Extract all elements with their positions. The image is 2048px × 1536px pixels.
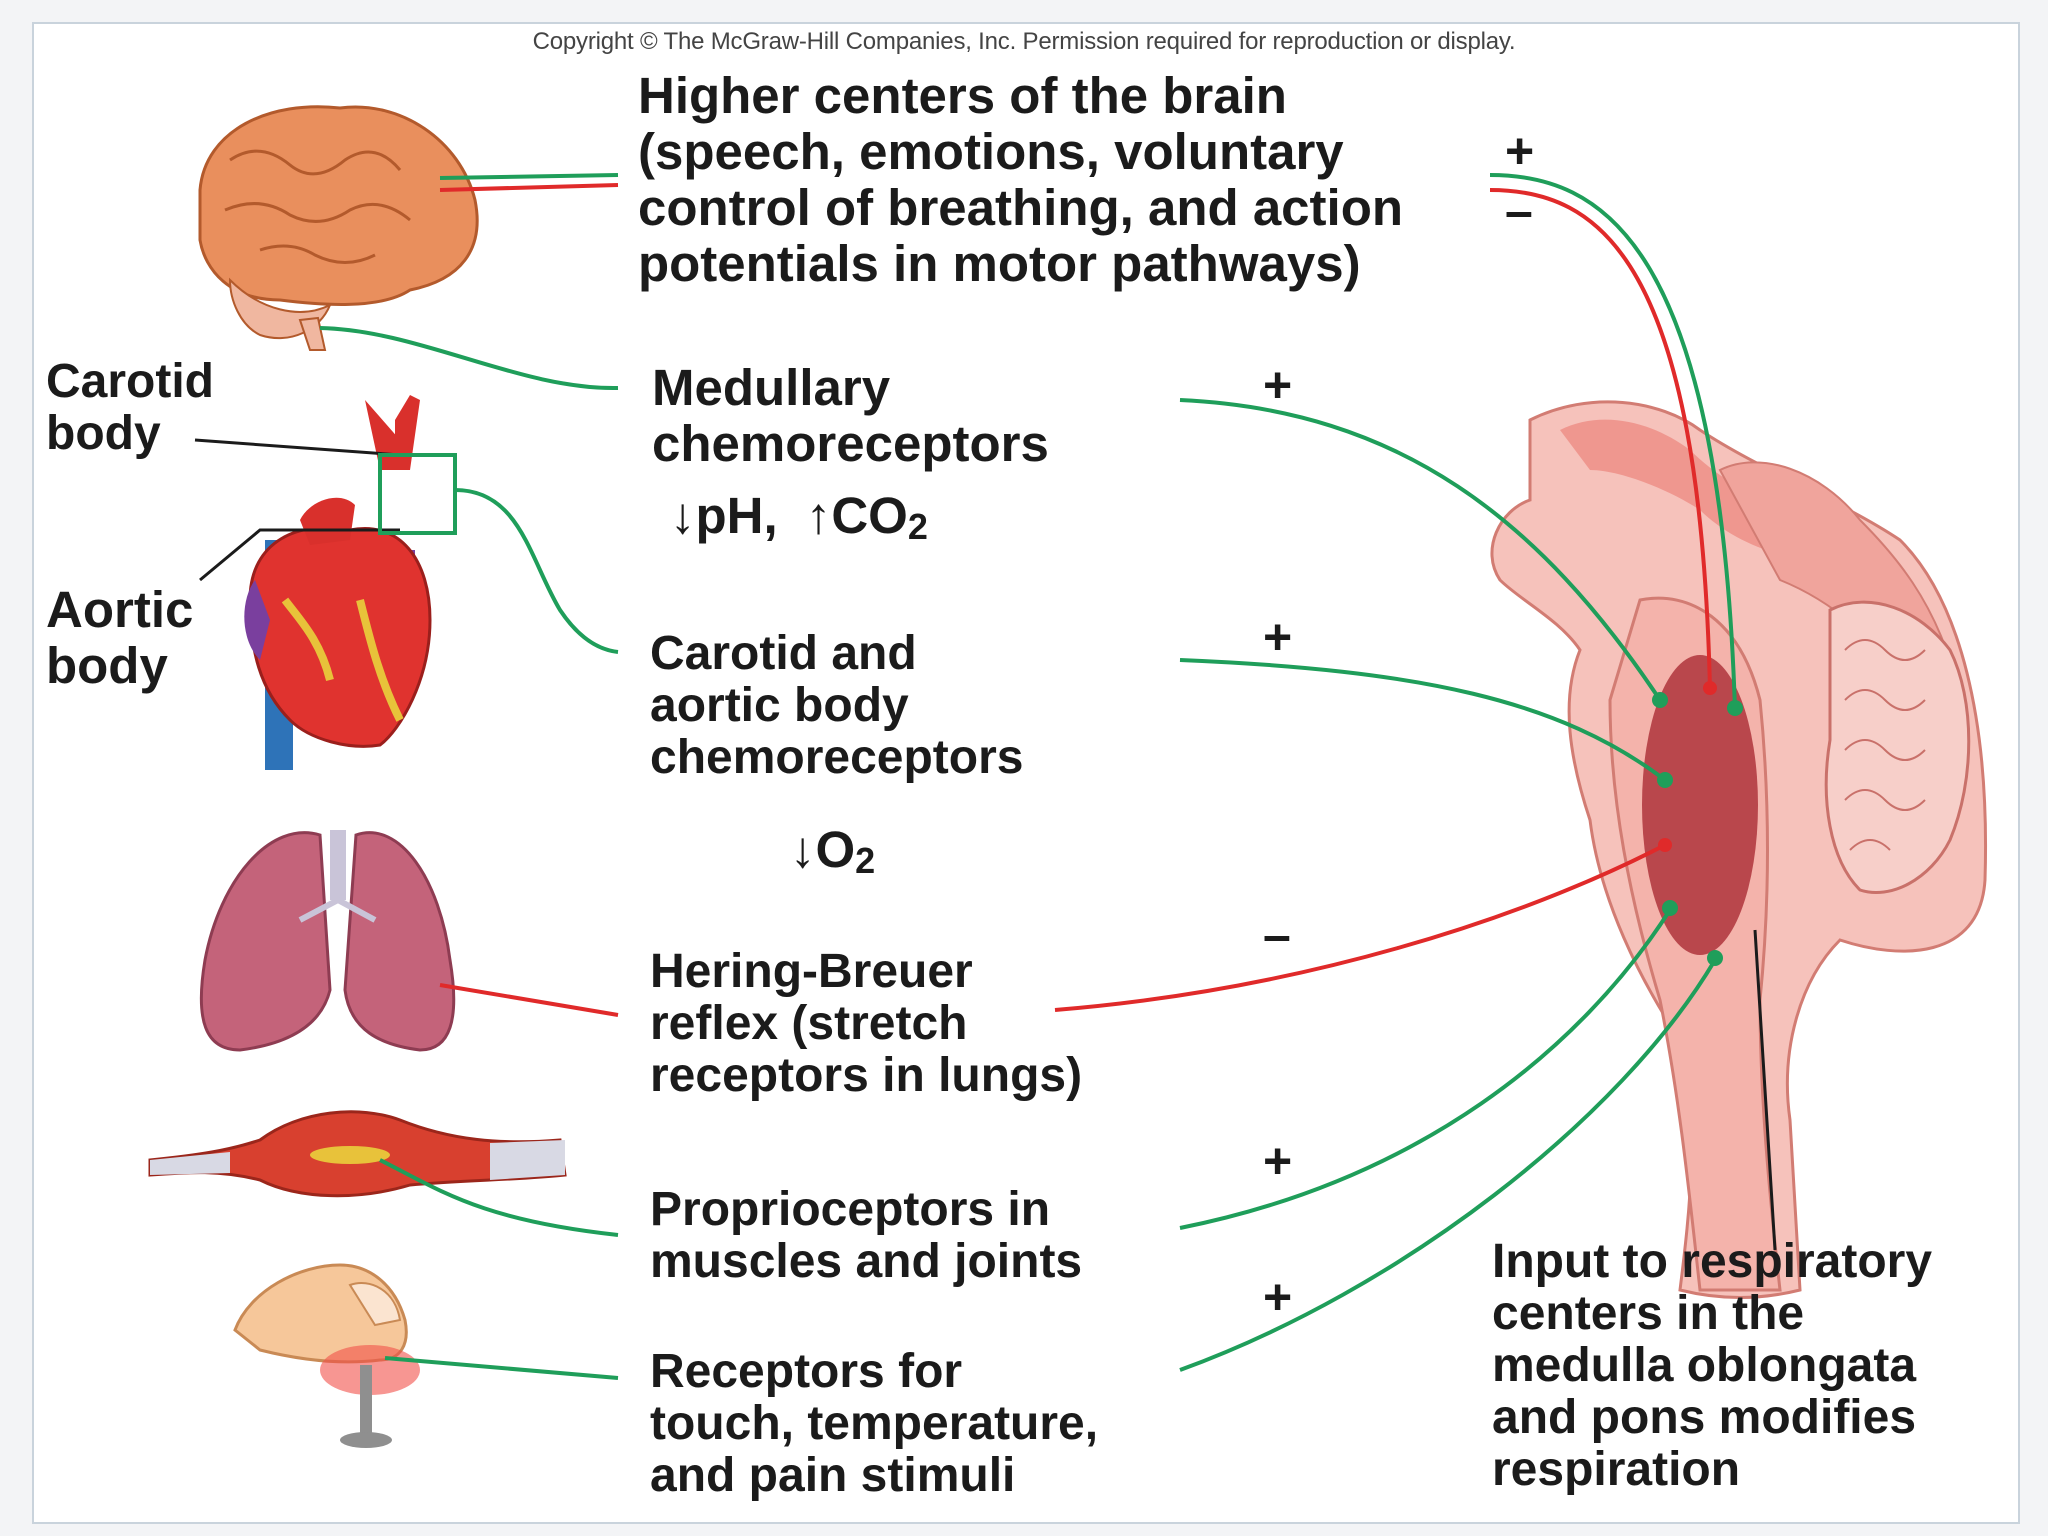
heart-icon bbox=[244, 395, 432, 770]
sign-higher-plus: + bbox=[1505, 123, 1535, 179]
label-medullary-stimuli: ↓pH, ↑CO2 bbox=[670, 487, 928, 548]
carotid-aortic-callout bbox=[194, 438, 457, 582]
label-receptors-touch: Receptors for touch, temperature, and pa… bbox=[650, 1345, 1099, 1502]
link-proprio-center bbox=[1179, 908, 1672, 1230]
label-carotid-aortic-chemoreceptors: Carotid and aortic body chemoreceptors bbox=[650, 627, 1024, 784]
brainstem-icon bbox=[1490, 400, 1987, 1299]
link-callout-carotid bbox=[454, 488, 619, 654]
sign-touch: + bbox=[1263, 1269, 1293, 1325]
label-o2-stimulus: ↓O2 bbox=[790, 821, 876, 882]
link-brain-green bbox=[439, 173, 619, 180]
label-proprioceptors: Proprioceptors in muscles and joints bbox=[650, 1183, 1083, 1288]
label-input-respiratory: Input to respiratory centers in the medu… bbox=[1492, 1235, 1933, 1496]
label-hering-breuer: Hering-Breuer reflex (stretch receptors … bbox=[650, 945, 1083, 1102]
label-higher-centers: Higher centers of the brain (speech, emo… bbox=[638, 67, 1403, 292]
link-medullary-center bbox=[1179, 398, 1662, 702]
sign-higher-minus: – bbox=[1505, 183, 1533, 239]
link-touch-center bbox=[1179, 958, 1717, 1372]
sign-hering: – bbox=[1263, 907, 1291, 963]
link-brain-red bbox=[439, 183, 619, 192]
link-higher-green bbox=[1489, 173, 1737, 711]
link-hering-center bbox=[1054, 843, 1666, 1012]
link-lungs-hering bbox=[439, 983, 619, 1017]
label-medullary-chemoreceptors: Medullary chemoreceptors bbox=[652, 359, 1049, 472]
link-carotid-center bbox=[1179, 658, 1667, 782]
label-carotid-body: Carotid body bbox=[46, 355, 214, 460]
link-higher-red bbox=[1489, 188, 1712, 691]
finger-pain-icon bbox=[233, 1263, 420, 1448]
lungs-icon bbox=[199, 830, 456, 1052]
sign-carotid: + bbox=[1263, 609, 1293, 665]
link-muscle-proprio bbox=[379, 1158, 619, 1237]
sign-medullary: + bbox=[1263, 357, 1293, 413]
label-aortic-body: Aortic body bbox=[46, 581, 194, 694]
copyright-notice: Copyright © The McGraw-Hill Companies, I… bbox=[532, 28, 1516, 55]
link-finger-touch bbox=[384, 1356, 619, 1380]
link-brainstem-medullary bbox=[319, 326, 619, 391]
brain-icon bbox=[198, 105, 479, 351]
muscle-icon bbox=[148, 1110, 567, 1198]
respiratory-center bbox=[1642, 655, 1758, 955]
sign-proprio: + bbox=[1263, 1133, 1293, 1189]
